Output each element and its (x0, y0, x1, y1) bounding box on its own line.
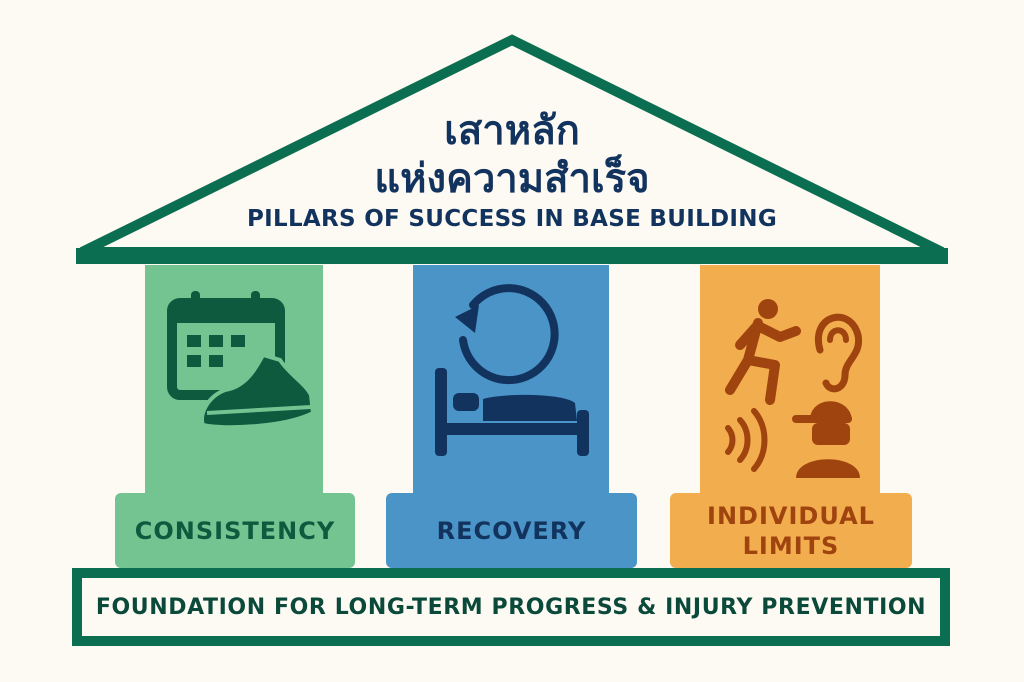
individual-limits-line1: INDIVIDUAL (707, 501, 875, 530)
foundation-label: FOUNDATION FOR LONG-TERM PROGRESS & INJU… (95, 594, 927, 620)
consistency-label: CONSISTENCY (115, 493, 355, 568)
refresh-cycle-icon (455, 284, 559, 385)
recovery-label: RECOVERY (386, 493, 637, 568)
pillar-recovery (413, 265, 609, 495)
calendar-icon (167, 291, 285, 400)
ear-icon (814, 313, 863, 393)
bed-icon (435, 368, 589, 456)
pillar-individual-limits (700, 265, 880, 495)
individual-limits-line2: LIMITS (742, 531, 840, 560)
title-thai-line2: แห่งความสำเร็จ (374, 156, 650, 202)
subtitle: PILLARS OF SUCCESS IN BASE BUILDING (246, 206, 778, 232)
individual-limits-label: INDIVIDUAL LIMITS (670, 493, 912, 568)
running-shoe-icon (200, 352, 316, 430)
pillar-consistency (145, 265, 323, 495)
foundation: FOUNDATION FOR LONG-TERM PROGRESS & INJU… (72, 568, 950, 646)
title-thai-line1: เสาหลัก (444, 108, 580, 154)
sound-waves-icon (725, 408, 768, 472)
person-cap-icon (792, 401, 860, 478)
runner-icon (725, 299, 801, 405)
